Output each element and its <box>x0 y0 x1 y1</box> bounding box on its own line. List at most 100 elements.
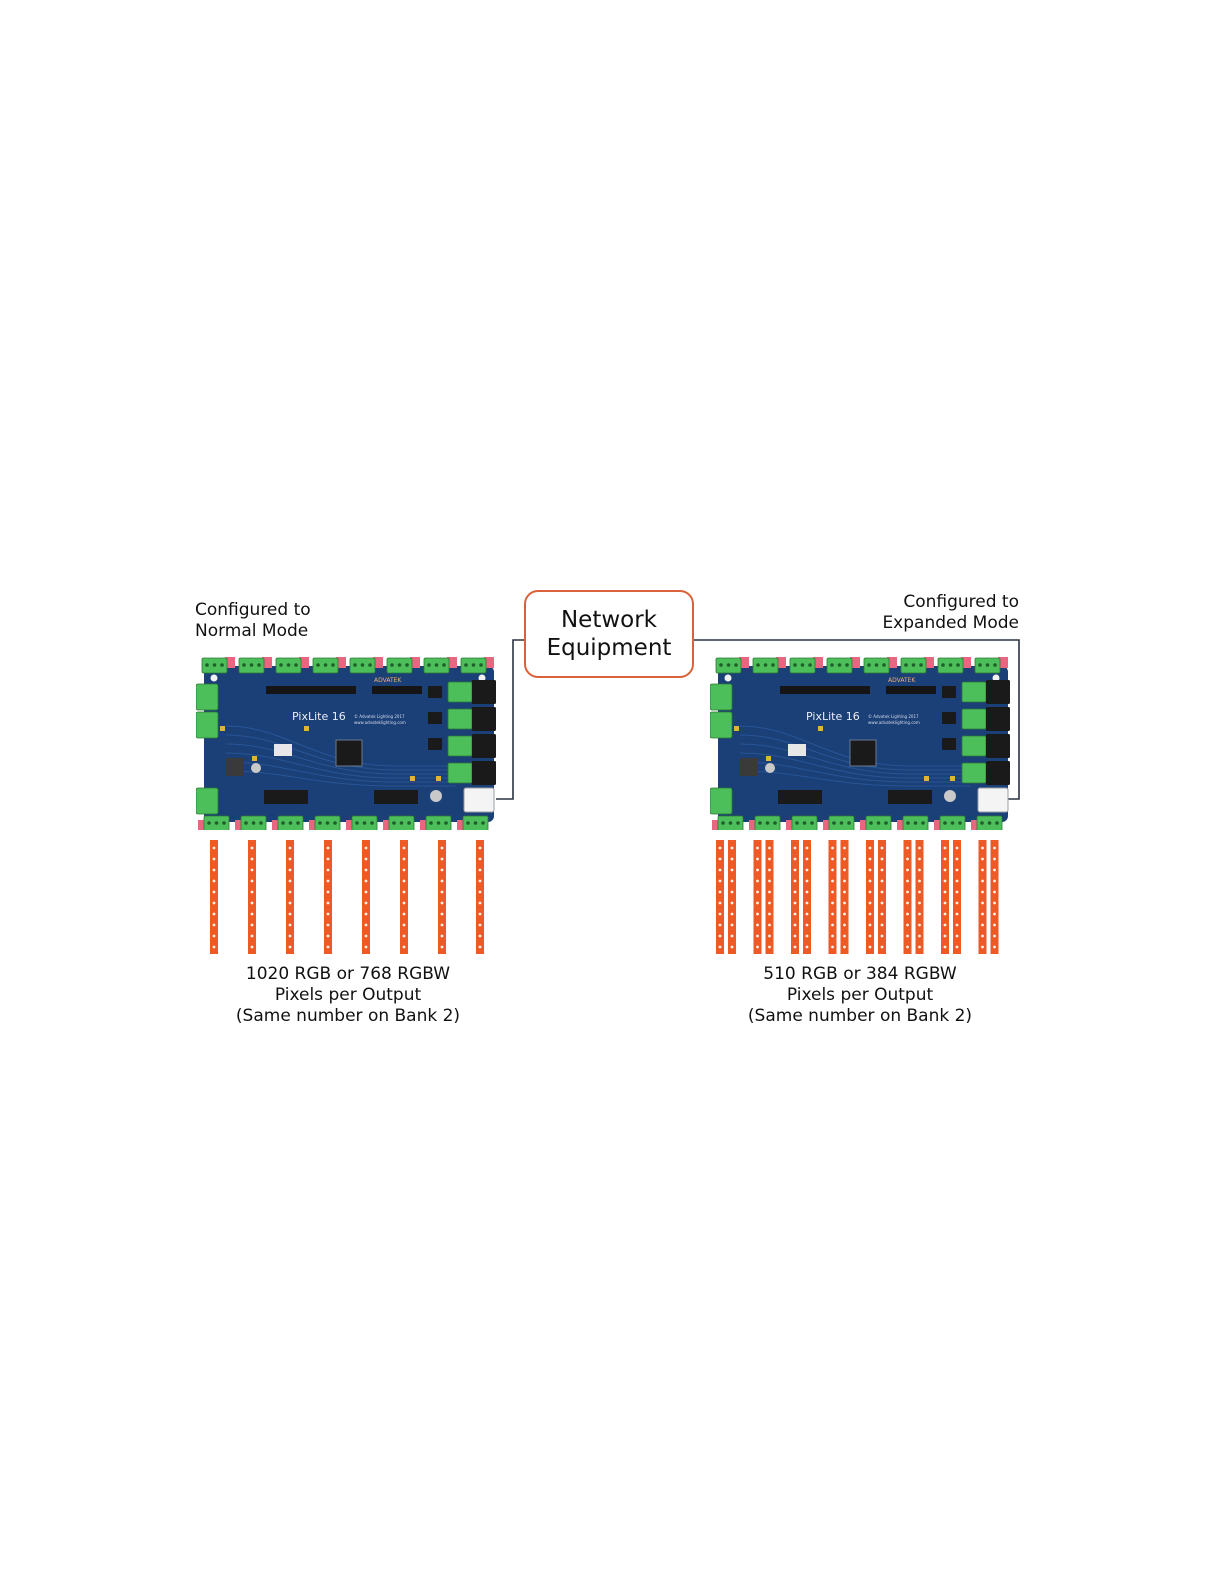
output-pin-header <box>373 657 383 668</box>
led-pixel <box>831 879 834 883</box>
terminal-screw <box>771 663 775 667</box>
led-pixel <box>718 868 722 872</box>
pcb-trace <box>739 761 970 783</box>
led-pixel <box>478 857 482 861</box>
terminal-screw <box>904 663 908 667</box>
terminal-screw <box>802 821 807 825</box>
output-pin-header <box>823 820 831 830</box>
right-caption: 510 RGB or 384 RGBW Pixels per Output (S… <box>710 964 1010 1027</box>
led-pixel <box>943 901 947 905</box>
led-pixel <box>768 890 771 894</box>
led-pixel <box>981 934 984 938</box>
led-pixel <box>906 868 909 872</box>
led-pixel <box>906 923 909 927</box>
led-pixel <box>805 945 809 949</box>
led-pixel <box>478 912 482 916</box>
terminal-screw <box>876 821 881 825</box>
led-pixel <box>805 857 809 861</box>
led-pixel <box>326 890 330 894</box>
led-pixel <box>843 901 846 905</box>
expansion-terminal <box>961 762 987 784</box>
led-pixel <box>756 912 759 916</box>
led-pixel <box>440 912 444 916</box>
led-pixel <box>918 857 921 861</box>
output-pin-header <box>383 820 391 830</box>
power-terminal <box>196 711 219 739</box>
regulator-chip <box>740 758 758 776</box>
terminal-screw <box>948 663 953 667</box>
led-pixel <box>981 923 984 927</box>
led-pixel <box>768 901 771 905</box>
led-pixel <box>918 923 921 927</box>
mounting-hole <box>478 674 486 682</box>
led-pixel <box>880 945 884 949</box>
smd-component <box>924 776 929 781</box>
terminal-screw <box>958 821 962 825</box>
led-pixel <box>326 934 330 938</box>
led-pixel <box>993 857 996 861</box>
terminal-screw <box>399 821 404 825</box>
led-strip <box>878 840 886 954</box>
pin-header <box>780 686 870 694</box>
wire-to-left-controller <box>496 639 524 800</box>
led-pixel <box>718 879 722 883</box>
terminal-screw <box>867 663 871 667</box>
led-pixel <box>918 912 921 916</box>
output-pin-header <box>786 820 794 830</box>
led-pixel <box>756 879 759 883</box>
led-pixel <box>793 879 797 883</box>
led-pixel <box>440 945 444 949</box>
terminal-screw <box>719 663 723 667</box>
terminal-screw <box>220 663 224 667</box>
small-chip <box>428 686 442 698</box>
led-pixel <box>402 901 406 905</box>
led-pixel <box>831 868 834 872</box>
led-pixel <box>793 901 797 905</box>
pin-header <box>266 686 356 694</box>
led-pixel <box>955 846 959 850</box>
led-pixel <box>756 934 759 938</box>
led-pixel <box>993 846 996 850</box>
right-caption-line3: (Same number on Bank 2) <box>747 1006 973 1026</box>
led-strip <box>716 840 724 954</box>
led-pixel <box>718 846 722 850</box>
expansion-terminal <box>447 735 473 757</box>
output-pin-header <box>299 657 309 668</box>
led-pixel <box>880 846 884 850</box>
led-pixel <box>880 912 884 916</box>
led-pixel <box>805 923 809 927</box>
expansion-terminal <box>447 762 473 784</box>
led-pixel <box>364 890 368 894</box>
led-pixel <box>843 879 846 883</box>
led-strip <box>476 840 484 954</box>
led-strip <box>840 840 849 954</box>
led-pixel <box>768 945 771 949</box>
mounting-hole <box>210 674 218 682</box>
left-mode-line2: Normal Mode <box>195 621 309 641</box>
led-strip <box>248 840 256 954</box>
small-chip <box>942 686 956 698</box>
output-pin-header <box>971 820 979 830</box>
left-mode-line1: Configured to <box>195 600 311 620</box>
terminal-screw <box>288 821 293 825</box>
terminal-screw <box>847 821 851 825</box>
terminal-screw <box>728 821 733 825</box>
led-pixel <box>402 868 406 872</box>
smd-component <box>818 726 823 731</box>
led-pixel <box>955 912 959 916</box>
led-pixel <box>831 945 834 949</box>
terminal-screw <box>407 821 411 825</box>
terminal-screw <box>353 663 357 667</box>
led-pixel <box>212 934 216 938</box>
black-port <box>986 707 1010 731</box>
led-pixel <box>440 934 444 938</box>
terminal-screw <box>466 821 470 825</box>
terminal-screw <box>995 821 999 825</box>
output-pin-header <box>484 657 494 668</box>
driver-chip <box>264 790 308 804</box>
terminal-screw <box>362 821 367 825</box>
led-pixel <box>868 890 872 894</box>
terminal-screw <box>249 663 254 667</box>
led-pixel <box>868 846 872 850</box>
pushbutton <box>788 744 806 756</box>
